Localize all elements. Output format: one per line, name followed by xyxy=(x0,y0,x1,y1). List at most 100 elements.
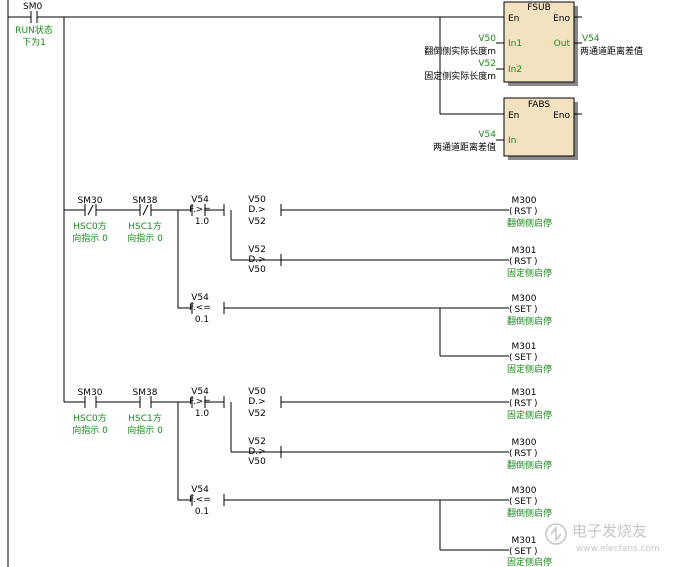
coil-close-paren: ) xyxy=(534,207,538,217)
sm30-address: SM30 xyxy=(78,388,103,398)
sm30-comment-line1: HSC0方 xyxy=(73,220,107,232)
fabs-in-comment: 两通道距离差值 xyxy=(433,141,496,153)
coil-address: M301 xyxy=(512,246,537,256)
contact-sm0[interactable] xyxy=(30,11,38,23)
coil-open-paren: ( xyxy=(509,399,513,409)
cmp-a-val: V52 xyxy=(248,409,266,419)
fsub-in1-label: In1 xyxy=(508,39,522,49)
cmp-b-val: V50 xyxy=(248,457,266,467)
coil-open-paren: ( xyxy=(509,257,513,267)
cmp-ge-var: V54 xyxy=(191,387,209,397)
coil-address: M301 xyxy=(512,388,537,398)
coil-close-paren: ) xyxy=(534,399,538,409)
watermark-url: www.elecfans.com xyxy=(576,544,660,554)
coil-op: RST xyxy=(514,257,532,267)
fsub-out-label: Out xyxy=(554,39,571,49)
cmp-b-op: D.> xyxy=(248,255,265,265)
watermark: 电子发烧友 www.elecfans.com xyxy=(545,522,660,554)
coil-close-paren: ) xyxy=(534,547,538,557)
coil-open-paren: ( xyxy=(509,305,513,315)
sm38-address: SM38 xyxy=(133,388,158,398)
coil-op: SET xyxy=(515,497,532,507)
fabs-block[interactable]: FABS En Eno In xyxy=(503,97,578,160)
fsub-in2-label: In2 xyxy=(508,65,522,75)
cmp-b-val: V50 xyxy=(248,265,266,275)
rung-3: SM30 HSC0方 向指示 0 SM38 HSC1方 向指示 0 V54 F.… xyxy=(64,387,552,567)
sm0-comment-line1: RUN状态 xyxy=(15,24,53,36)
coil-close-paren: ) xyxy=(534,449,538,459)
fsub-out-var: V54 xyxy=(582,34,600,44)
coil-comment: 翻倒侧启停 xyxy=(507,459,552,471)
coil-op: SET xyxy=(515,547,532,557)
cmp-ge-op: F.>= xyxy=(189,205,211,215)
coil-open-paren: ( xyxy=(509,547,513,557)
coil-address: M300 xyxy=(512,438,537,448)
cmp-le-val: 0.1 xyxy=(195,507,209,517)
coil-1[interactable]: M300 ( RST ) 翻倒侧启停 xyxy=(507,196,552,229)
cmp-ge-val: 1.0 xyxy=(195,217,210,227)
cmp-b-op: D.> xyxy=(248,447,265,457)
watermark-logo-icon xyxy=(545,523,567,545)
fsub-eno-label: Eno xyxy=(553,14,570,24)
cmp-a-val: V52 xyxy=(248,217,266,227)
coil-3[interactable]: M300 ( SET ) 翻倒侧启停 xyxy=(507,294,552,327)
cmp-le-op: F.<= xyxy=(189,303,211,313)
sm0-comment-line2: 下为1 xyxy=(22,36,46,48)
fsub-in1-comment: 翻倒侧实际长度m xyxy=(424,45,496,57)
coil-op: SET xyxy=(515,353,532,363)
fsub-en-label: En xyxy=(508,14,519,24)
fsub-title: FSUB xyxy=(527,3,551,13)
watermark-text: 电子发烧友 xyxy=(572,522,647,540)
coil-1[interactable]: M301 ( RST ) 固定侧启停 xyxy=(507,388,552,421)
cmp-b-var: V52 xyxy=(248,245,266,255)
cmp-le-op: F.<= xyxy=(189,495,211,505)
coil-3[interactable]: M300 ( SET ) 翻倒侧启停 xyxy=(507,486,552,519)
coil-4[interactable]: M301 ( SET ) 固定侧启停 xyxy=(507,342,552,375)
sm38-comment-line1: HSC1方 xyxy=(128,220,162,232)
coil-close-paren: ) xyxy=(534,305,538,315)
coil-close-paren: ) xyxy=(534,257,538,267)
coil-2[interactable]: M300 ( RST ) 翻倒侧启停 xyxy=(507,438,552,471)
rung-2: SM30 HSC0方 向指示 0 SM38 HSC1方 向指示 0 V54 F.… xyxy=(64,195,552,375)
coil-open-paren: ( xyxy=(509,449,513,459)
coil-address: M300 xyxy=(512,486,537,496)
cmp-le-val: 0.1 xyxy=(195,315,209,325)
coil-comment: 固定侧启停 xyxy=(507,556,552,567)
fabs-in-label: In xyxy=(508,136,516,146)
rung-1: SM0 RUN状态 下为1 FSUB En Eno In1 In2 Out V5… xyxy=(8,1,643,160)
coil-2[interactable]: M301 ( RST ) 固定侧启停 xyxy=(507,246,552,279)
coil-comment: 翻倒侧启停 xyxy=(507,217,552,229)
cmp-ge-val: 1.0 xyxy=(195,409,210,419)
coil-address: M300 xyxy=(512,196,537,206)
coil-comment: 固定侧启停 xyxy=(507,409,552,421)
coil-address: M300 xyxy=(512,294,537,304)
cmp-le-var: V54 xyxy=(191,293,209,303)
coil-close-paren: ) xyxy=(534,497,538,507)
coil-open-paren: ( xyxy=(509,207,513,217)
fabs-in-var: V54 xyxy=(478,130,496,140)
sm38-comment-line1: HSC1方 xyxy=(128,412,162,424)
cmp-ge-var: V54 xyxy=(191,195,209,205)
cmp-a-op: D.> xyxy=(248,397,265,407)
coil-op: RST xyxy=(514,449,532,459)
sm30-address: SM30 xyxy=(78,196,103,206)
coil-op: RST xyxy=(514,399,532,409)
cmp-b-var: V52 xyxy=(248,437,266,447)
coil-op: RST xyxy=(514,207,532,217)
cmp-a-var: V50 xyxy=(248,195,266,205)
cmp-a-op: D.> xyxy=(248,205,265,215)
cmp-ge-op: F.>= xyxy=(189,397,211,407)
coil-comment: 固定侧启停 xyxy=(507,267,552,279)
coil-open-paren: ( xyxy=(509,497,513,507)
sm30-comment-line2: 向指示 0 xyxy=(72,232,108,244)
coil-open-paren: ( xyxy=(509,353,513,363)
coil-4[interactable]: M301 ( SET ) 固定侧启停 xyxy=(507,536,552,567)
sm38-comment-line2: 向指示 0 xyxy=(127,424,163,436)
fabs-eno-label: Eno xyxy=(553,111,570,121)
fsub-block[interactable]: FSUB En Eno In1 In2 Out xyxy=(503,1,578,86)
sm30-comment-line2: 向指示 0 xyxy=(72,424,108,436)
coil-comment: 固定侧启停 xyxy=(507,363,552,375)
coil-address: M301 xyxy=(512,342,537,352)
cmp-le-var: V54 xyxy=(191,485,209,495)
